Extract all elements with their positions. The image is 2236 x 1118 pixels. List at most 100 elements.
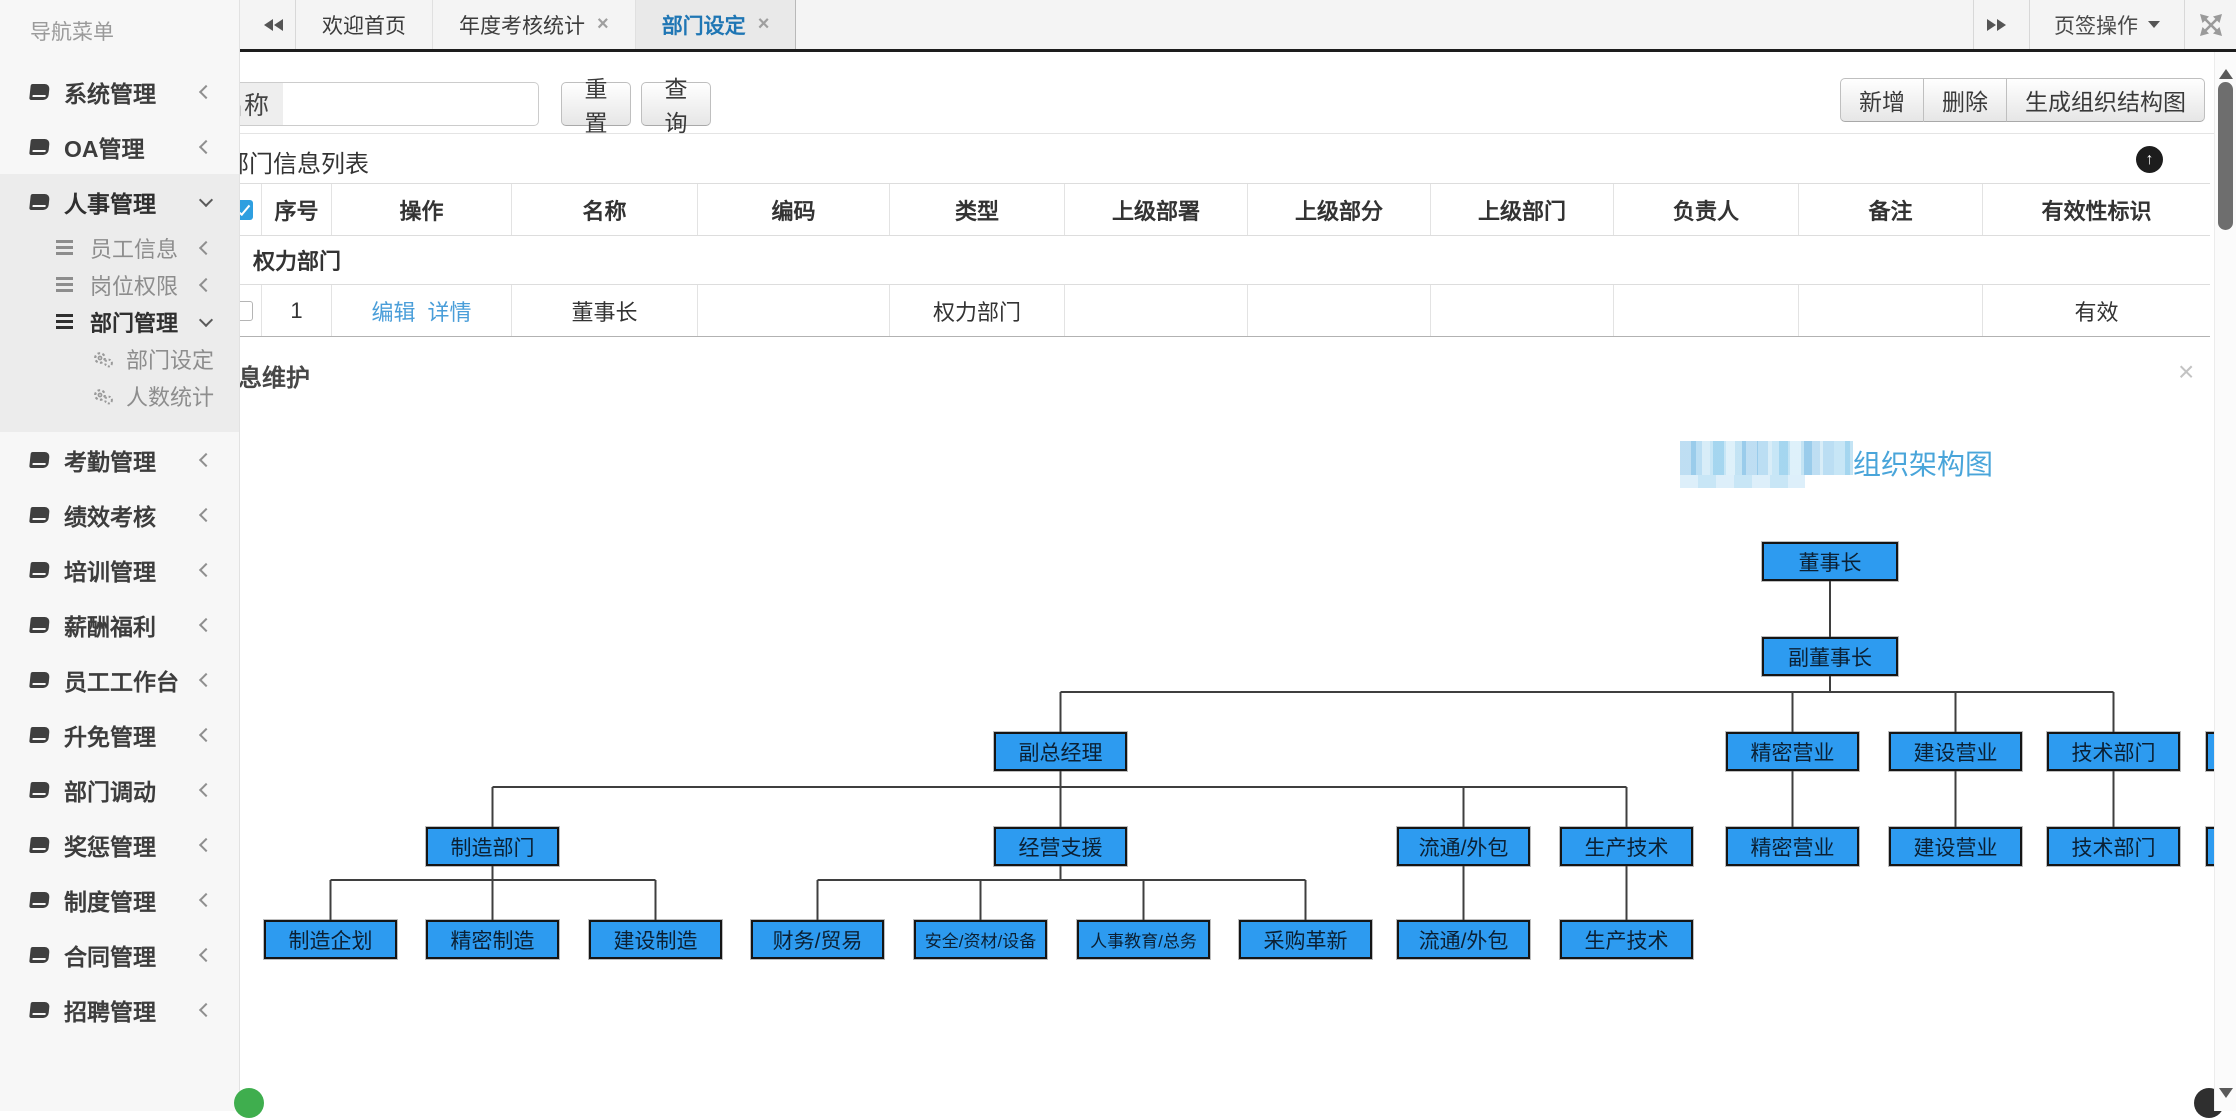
sidebar-item-升免管理[interactable]: 升免管理 [0, 707, 239, 762]
reset-button[interactable]: 重置 [561, 76, 631, 136]
row-actions-cell: 编辑详情 [332, 285, 512, 336]
org-node-建设营业[interactable]: 建设营业 [1889, 827, 2022, 866]
tab-欢迎首页[interactable]: 欢迎首页 [296, 0, 433, 49]
org-node-技术部门[interactable]: 技术部门 [2047, 732, 2180, 771]
panel-title: 部门信息列表 [225, 151, 369, 178]
sidebar-item-部门调动[interactable]: 部门调动 [0, 762, 239, 817]
org-node-财务/贸易[interactable]: 财务/贸易 [751, 920, 884, 959]
org-node-制造部门[interactable]: 制造部门 [426, 827, 559, 866]
sidebar-item-人事管理[interactable]: 人事管理 [0, 174, 239, 229]
sidebar-item-label: 培训管理 [64, 558, 156, 585]
row-cell [1799, 285, 1983, 336]
chevron-left-icon [198, 507, 214, 522]
sidebar-item-系统管理[interactable]: 系统管理 [0, 64, 239, 119]
sidebar-item-部门管理[interactable]: 部门管理 [0, 303, 239, 340]
help-floating-button[interactable] [234, 1088, 264, 1118]
sidebar-item-合同管理[interactable]: 合同管理 [0, 927, 239, 982]
sidebar-item-label: 系统管理 [64, 80, 156, 107]
sidebar-item-label: 制度管理 [64, 888, 156, 915]
search-input[interactable] [283, 82, 539, 126]
sidebar-item-培训管理[interactable]: 培训管理 [0, 542, 239, 597]
org-node-副总经理[interactable]: 副总经理 [994, 732, 1127, 771]
row-cell: 有效 [2074, 299, 2119, 325]
tab-close-icon[interactable]: × [757, 13, 770, 35]
book-icon [29, 83, 64, 100]
group-row-label: 权力部门 [253, 249, 342, 274]
tab-年度考核统计[interactable]: 年度考核统计× [433, 0, 636, 49]
delete-button[interactable]: 删除 [1924, 78, 2007, 122]
book-icon [29, 451, 64, 468]
sidebar-item-label: OA管理 [64, 135, 145, 162]
book-icon [29, 726, 64, 743]
scroll-down-arrow-icon[interactable] [2219, 1088, 2233, 1105]
vertical-scrollbar[interactable] [2214, 52, 2236, 1111]
column-header-上级部分: 上级部分 [1248, 184, 1431, 235]
org-node-制造企划[interactable]: 制造企划 [264, 920, 397, 959]
org-node-精密制造[interactable]: 精密制造 [426, 920, 559, 959]
table-header-row: 序号操作名称编码类型上级部署上级部分上级部门负责人备注有效性标识 [225, 183, 2210, 236]
sidebar-item-label: 合同管理 [64, 943, 156, 970]
tab-scroll-right-button[interactable] [1973, 0, 2029, 49]
scroll-up-arrow-icon[interactable] [2219, 62, 2233, 79]
tab-部门设定[interactable]: 部门设定× [635, 0, 797, 49]
collapse-panel-button[interactable]: ↑ [2136, 146, 2163, 173]
generate-org-chart-button[interactable]: 生成组织结构图 [2007, 78, 2205, 122]
org-node-精密营业[interactable]: 精密营业 [1726, 827, 1859, 866]
sidebar-item-员工信息[interactable]: 员工信息 [0, 229, 239, 266]
sidebar-item-员工工作台[interactable]: 员工工作台 [0, 652, 239, 707]
sidebar-item-岗位权限[interactable]: 岗位权限 [0, 266, 239, 303]
scrollbar-thumb[interactable] [2218, 82, 2233, 230]
action-link-详情[interactable]: 详情 [427, 299, 472, 325]
sidebar-item-制度管理[interactable]: 制度管理 [0, 872, 239, 927]
close-icon[interactable]: × [2178, 356, 2195, 387]
org-node-流通/外包[interactable]: 流通/外包 [1397, 920, 1530, 959]
org-node-流通/外包[interactable]: 流通/外包 [1397, 827, 1530, 866]
sidebar-item-绩效考核[interactable]: 绩效考核 [0, 487, 239, 542]
tab-close-icon[interactable]: × [597, 13, 609, 35]
org-node-经营支援[interactable]: 经营支援 [994, 827, 1127, 866]
row-index-cell: 1 [262, 285, 332, 336]
org-node-建设营业[interactable]: 建设营业 [1889, 732, 2022, 771]
sidebar-item-部门设定[interactable]: 部门设定 [0, 340, 239, 377]
tab-operations-dropdown[interactable]: 页签操作 [2029, 0, 2184, 49]
org-node-董事长[interactable]: 董事长 [1762, 542, 1898, 581]
sidebar-item-奖惩管理[interactable]: 奖惩管理 [0, 817, 239, 872]
row-cell: 董事长 [512, 285, 698, 336]
org-chart-title: 组织架构图 [1853, 449, 1994, 480]
sidebar-item-考勤管理[interactable]: 考勤管理 [0, 432, 239, 487]
sidebar-item-label: 部门调动 [64, 778, 156, 805]
org-node-副董事长[interactable]: 副董事长 [1762, 637, 1898, 676]
sidebar-item-OA管理[interactable]: OA管理 [0, 119, 239, 174]
org-node-技术部门[interactable]: 技术部门 [2047, 827, 2180, 866]
sidebar-item-label: 考勤管理 [64, 448, 156, 475]
org-node-建设制造[interactable]: 建设制造 [589, 920, 722, 959]
book-icon [29, 781, 64, 798]
chevron-left-icon [198, 727, 214, 742]
org-node-人事教育/总务[interactable]: 人事教育/总务 [1077, 920, 1210, 959]
sidebar-expanded-section: 人事管理员工信息岗位权限部门管理部门设定人数统计 [0, 174, 239, 432]
book-icon [29, 1001, 64, 1018]
chevron-left-icon [198, 139, 214, 154]
org-node-生产技术[interactable]: 生产技术 [1560, 920, 1693, 959]
org-node-精密营业[interactable]: 精密营业 [1726, 732, 1859, 771]
sidebar-item-招聘管理[interactable]: 招聘管理 [0, 982, 239, 1037]
chevron-down-icon [198, 192, 214, 207]
org-node-采购革新[interactable]: 采购革新 [1239, 920, 1372, 959]
double-right-arrow-icon [1996, 18, 2012, 31]
sidebar-item-人数统计[interactable]: 人数统计 [0, 377, 239, 414]
sidebar-item-label: 员工信息 [90, 236, 179, 262]
sidebar-item-label: 岗位权限 [90, 273, 179, 299]
sidebar-item-label: 薪酬福利 [64, 613, 156, 640]
maintain-panel-title: 息维护 [238, 365, 310, 392]
bars-icon [56, 277, 90, 292]
tab-scroll-left-button[interactable] [240, 0, 296, 49]
action-link-编辑[interactable]: 编辑 [371, 299, 416, 325]
fullscreen-toggle-button[interactable] [2184, 0, 2236, 49]
org-node-生产技术[interactable]: 生产技术 [1560, 827, 1693, 866]
org-node-安全/资材/设备[interactable]: 安全/资材/设备 [914, 920, 1047, 959]
sidebar-item-薪酬福利[interactable]: 薪酬福利 [0, 597, 239, 652]
add-button[interactable]: 新增 [1840, 78, 1924, 122]
